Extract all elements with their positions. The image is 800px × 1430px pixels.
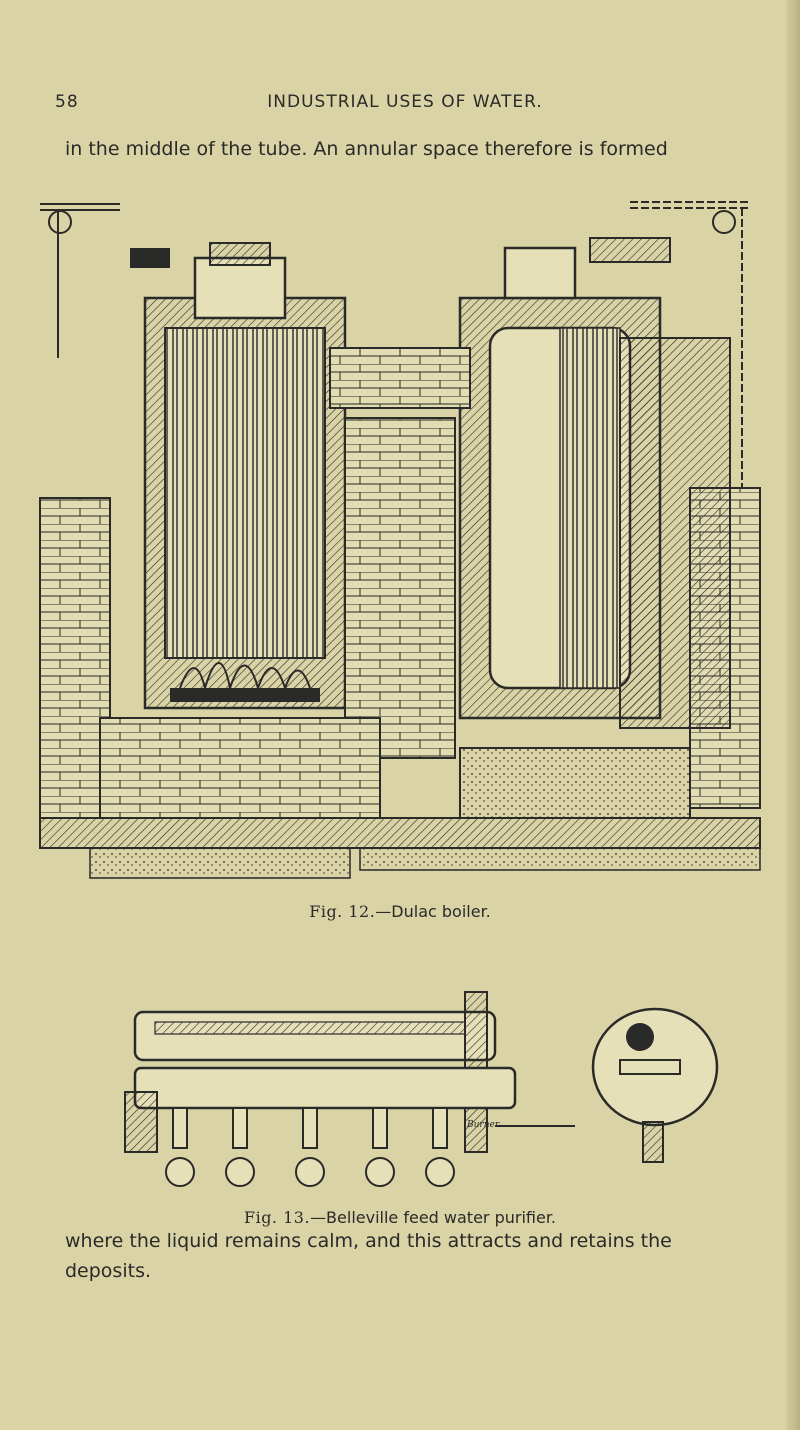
paragraph-bottom: where the liquid remains calm, and this … — [65, 1230, 672, 1282]
figure-12-caption: Fig. 12.—Dulac boiler. — [0, 902, 800, 921]
belleville-purifier-illustration: Burner — [124, 991, 719, 1187]
figure-13-caption: Fig. 13.—Belleville feed water purifier. — [0, 1208, 800, 1227]
figure-12-label: Fig. 12. — [309, 902, 376, 921]
paragraph-top: in the middle of the tube. An annular sp… — [65, 138, 668, 160]
figure-12-caption-text: —Dulac boiler. — [375, 902, 491, 921]
burner-annotation: Burner — [466, 1120, 500, 1130]
running-head: 58 INDUSTRIAL USES OF WATER. — [55, 92, 755, 116]
figure-13-caption-text: —Belleville feed water purifier. — [310, 1208, 557, 1227]
figure-13-label: Fig. 13. — [243, 1208, 311, 1227]
page-edge — [786, 0, 800, 1430]
figure-belleville-purifier: Burner — [95, 982, 735, 1202]
page-number: 58 — [55, 92, 79, 112]
header-title: INDUSTRIAL USES OF WATER. — [267, 92, 543, 112]
purifier-legs — [165, 1107, 455, 1187]
figure-dulac-boiler — [30, 188, 770, 888]
dulac-boiler-illustration — [39, 201, 761, 879]
